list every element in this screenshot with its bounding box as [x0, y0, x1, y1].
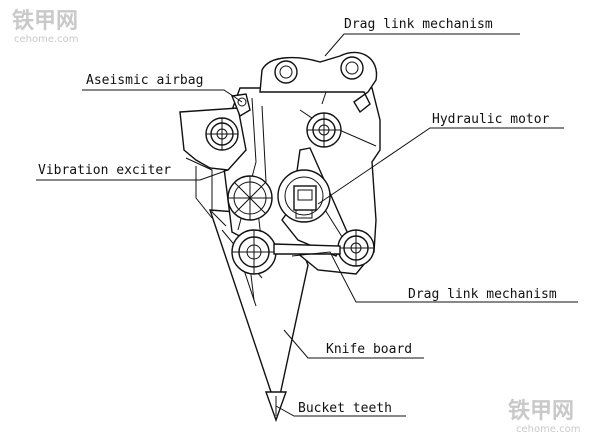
watermark-url: cehome.com: [516, 424, 581, 435]
leader-bucket-teeth: [275, 405, 406, 417]
watermark-top-left: 铁甲网 cehome.com: [12, 8, 79, 45]
bearing-lower-left: [231, 229, 277, 275]
label-aseismic-airbag: Aseismic airbag: [86, 73, 203, 88]
leader-drag-link-bottom: [291, 251, 578, 303]
bearing-upper-left: [205, 117, 239, 151]
leader-aseismic-airbag: [82, 89, 243, 103]
label-drag-link-top: Drag link mechanism: [344, 17, 493, 32]
label-bucket-teeth: Bucket teeth: [298, 401, 392, 416]
leader-knife-board: [283, 329, 424, 359]
leader-drag-link-top: [324, 33, 520, 57]
watermark-logo-cn: 铁甲网: [12, 8, 78, 34]
leader-lines: [36, 33, 578, 417]
watermark-bottom-right: 铁甲网 cehome.com: [508, 398, 581, 435]
drag-link-bottom-bar: [273, 243, 341, 255]
aseismic-airbag-shape: [231, 93, 251, 118]
watermark-url: cehome.com: [14, 34, 79, 45]
label-vibration-exciter: Vibration exciter: [38, 163, 171, 178]
vibration-exciter-disk: [227, 175, 273, 221]
hydraulic-motor-shape: [277, 169, 331, 223]
drag-link-top-shape: [259, 51, 378, 114]
watermark-logo-cn: 铁甲网: [508, 398, 574, 424]
leader-vibration-exciter: [36, 169, 229, 181]
bearing-lower-right: [337, 229, 375, 267]
label-drag-link-bottom: Drag link mechanism: [408, 287, 557, 302]
label-hydraulic-motor: Hydraulic motor: [432, 112, 550, 127]
bearing-upper-right: [306, 112, 342, 148]
label-knife-board: Knife board: [326, 342, 412, 357]
leader-hydraulic-motor: [317, 127, 564, 205]
